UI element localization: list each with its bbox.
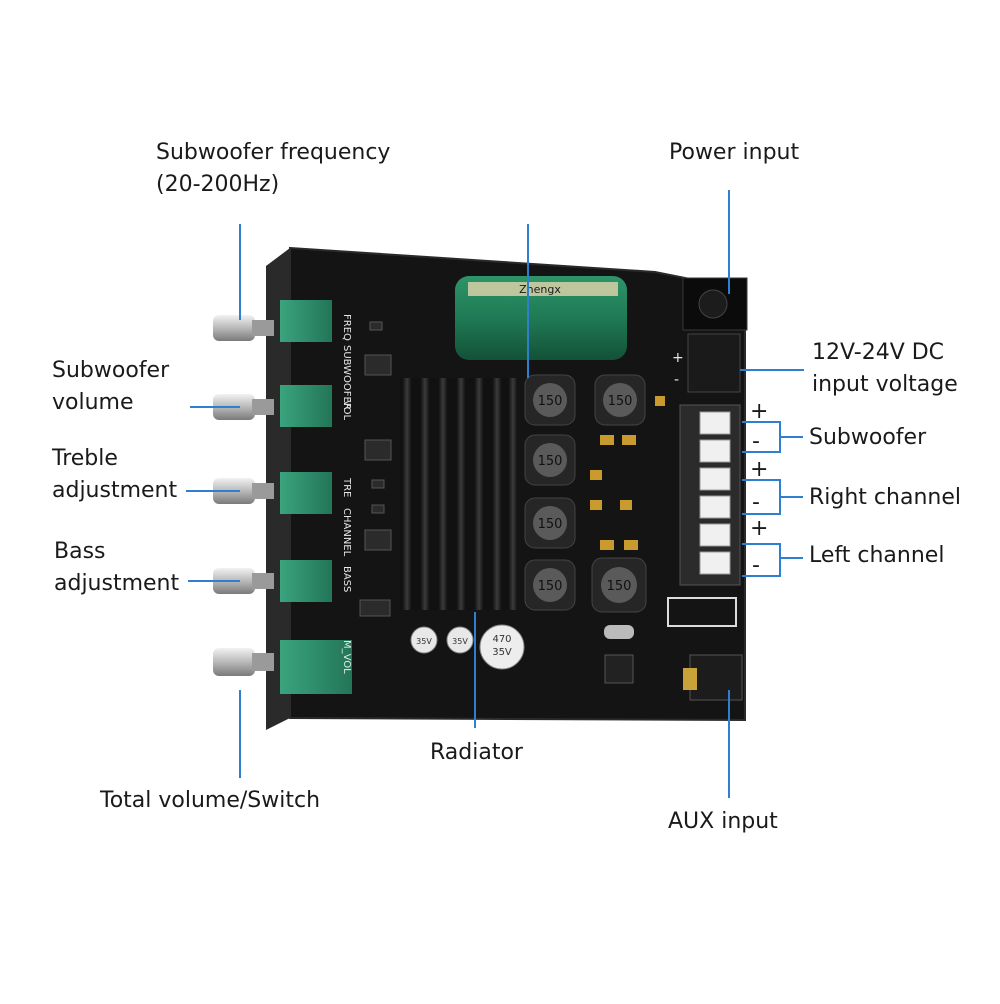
label-subwoofer-frequency: Subwoofer frequency (20-200Hz) [156, 137, 390, 201]
terminal-sign-4: - [752, 490, 760, 515]
label-dc-voltage-line1: 12V-24V DC [812, 340, 945, 365]
silk-subwoofer: SUBWOOFER [341, 345, 352, 410]
silk-vol: VOL [341, 400, 352, 421]
terminal-sign-5: + [750, 516, 768, 541]
label-subwoofer-volume-line2: volume [52, 390, 134, 415]
svg-text:35V: 35V [416, 637, 432, 646]
silk-tre: TRE [341, 477, 352, 497]
callout-lines [186, 190, 804, 798]
ic-chip [604, 654, 634, 684]
label-total-volume-text: Total volume/Switch [100, 788, 321, 813]
small-capacitor-1: 35V [410, 626, 438, 654]
small-capacitor-2: 35V [446, 626, 474, 654]
callout-right-bracket [742, 479, 781, 515]
svg-text:35V: 35V [492, 647, 512, 658]
pot-master-volume [280, 640, 352, 694]
bluetooth-module [667, 597, 737, 627]
label-radiator: Radiator [430, 737, 523, 769]
svg-text:150: 150 [608, 394, 633, 409]
svg-text:150: 150 [538, 517, 563, 532]
inductor-1: 150 [524, 374, 576, 426]
label-aux-input-text: AUX input [668, 809, 778, 834]
silk-bass: BASS [341, 566, 352, 592]
inductor-2: 150 [594, 374, 646, 426]
label-bass-line2: adjustment [54, 571, 180, 596]
capacitor-brand: Zhengx [519, 283, 561, 296]
svg-text:35V: 35V [452, 637, 468, 646]
power-minus-sign: - [674, 372, 679, 388]
inductor-4: 150 [524, 497, 576, 549]
crystal-oscillator [604, 625, 634, 639]
label-left-channel-text: Left channel [809, 543, 945, 568]
pot-subwoofer-volume [280, 385, 332, 427]
pot-bass [280, 560, 332, 602]
label-right-channel: Right channel [809, 482, 961, 514]
label-left-channel: Left channel [809, 540, 944, 572]
terminal-sign-3: + [750, 457, 768, 482]
label-subwoofer-output-text: Subwoofer [809, 425, 927, 450]
output-capacitor: 470 35V [479, 624, 525, 670]
terminal-sign-6: - [752, 553, 760, 578]
knob-subwoofer-frequency[interactable] [213, 315, 274, 341]
svg-text:150: 150 [538, 579, 563, 594]
label-radiator-text: Radiator [430, 740, 523, 765]
label-aux-input: AUX input [668, 806, 778, 838]
label-subwoofer-frequency-line2: (20-200Hz) [156, 172, 280, 197]
pot-treble [280, 472, 332, 514]
label-subwoofer-volume: Subwoofer volume [52, 355, 169, 419]
label-treble-line1: Treble [52, 446, 118, 471]
silk-freq: FREQ [341, 314, 352, 341]
label-subwoofer-volume-line1: Subwoofer [52, 358, 170, 383]
dc-input-terminal[interactable] [687, 333, 741, 393]
pot-frequency [280, 300, 332, 342]
label-subwoofer-output: Subwoofer [809, 422, 926, 454]
label-subwoofer-frequency-line1: Subwoofer frequency [156, 140, 391, 165]
silk-channel: CHANNEL [341, 508, 352, 557]
label-power-input-text: Power input [669, 140, 800, 165]
aux-input-jack[interactable] [683, 654, 743, 701]
svg-text:470: 470 [492, 634, 511, 645]
inductor-6: 150 [591, 557, 647, 613]
radiator-heatsink [400, 378, 518, 610]
label-power-input: Power input [669, 137, 799, 169]
speaker-terminal-block[interactable] [679, 404, 741, 586]
svg-text:150: 150 [607, 579, 632, 594]
silk-mvol: M_VOL [341, 640, 352, 674]
label-dc-voltage-line2: input voltage [812, 372, 958, 397]
terminal-sign-1: + [750, 399, 768, 424]
smd-capacitors [590, 396, 665, 550]
label-bass-line1: Bass [54, 539, 106, 564]
label-dc-voltage: 12V-24V DC input voltage [812, 337, 958, 401]
label-right-channel-text: Right channel [809, 485, 961, 510]
small-components-left [359, 321, 392, 617]
label-total-volume: Total volume/Switch [100, 785, 320, 817]
svg-text:150: 150 [538, 454, 563, 469]
inductor-3: 150 [524, 434, 576, 486]
svg-text:150: 150 [538, 394, 563, 409]
inductor-5: 150 [524, 559, 576, 611]
callout-subwoofer-bracket [742, 421, 781, 453]
side-panel [266, 248, 290, 730]
terminal-sign-2: - [752, 429, 760, 454]
main-capacitor: Zhengx [455, 276, 627, 360]
label-bass: Bass adjustment [54, 536, 179, 600]
callout-left-bracket [742, 543, 781, 577]
knob-total-volume[interactable] [213, 648, 274, 676]
label-treble-line2: adjustment [52, 478, 178, 503]
power-input-jack[interactable] [682, 277, 748, 331]
label-treble: Treble adjustment [52, 443, 177, 507]
power-plus-sign: + [672, 350, 684, 366]
